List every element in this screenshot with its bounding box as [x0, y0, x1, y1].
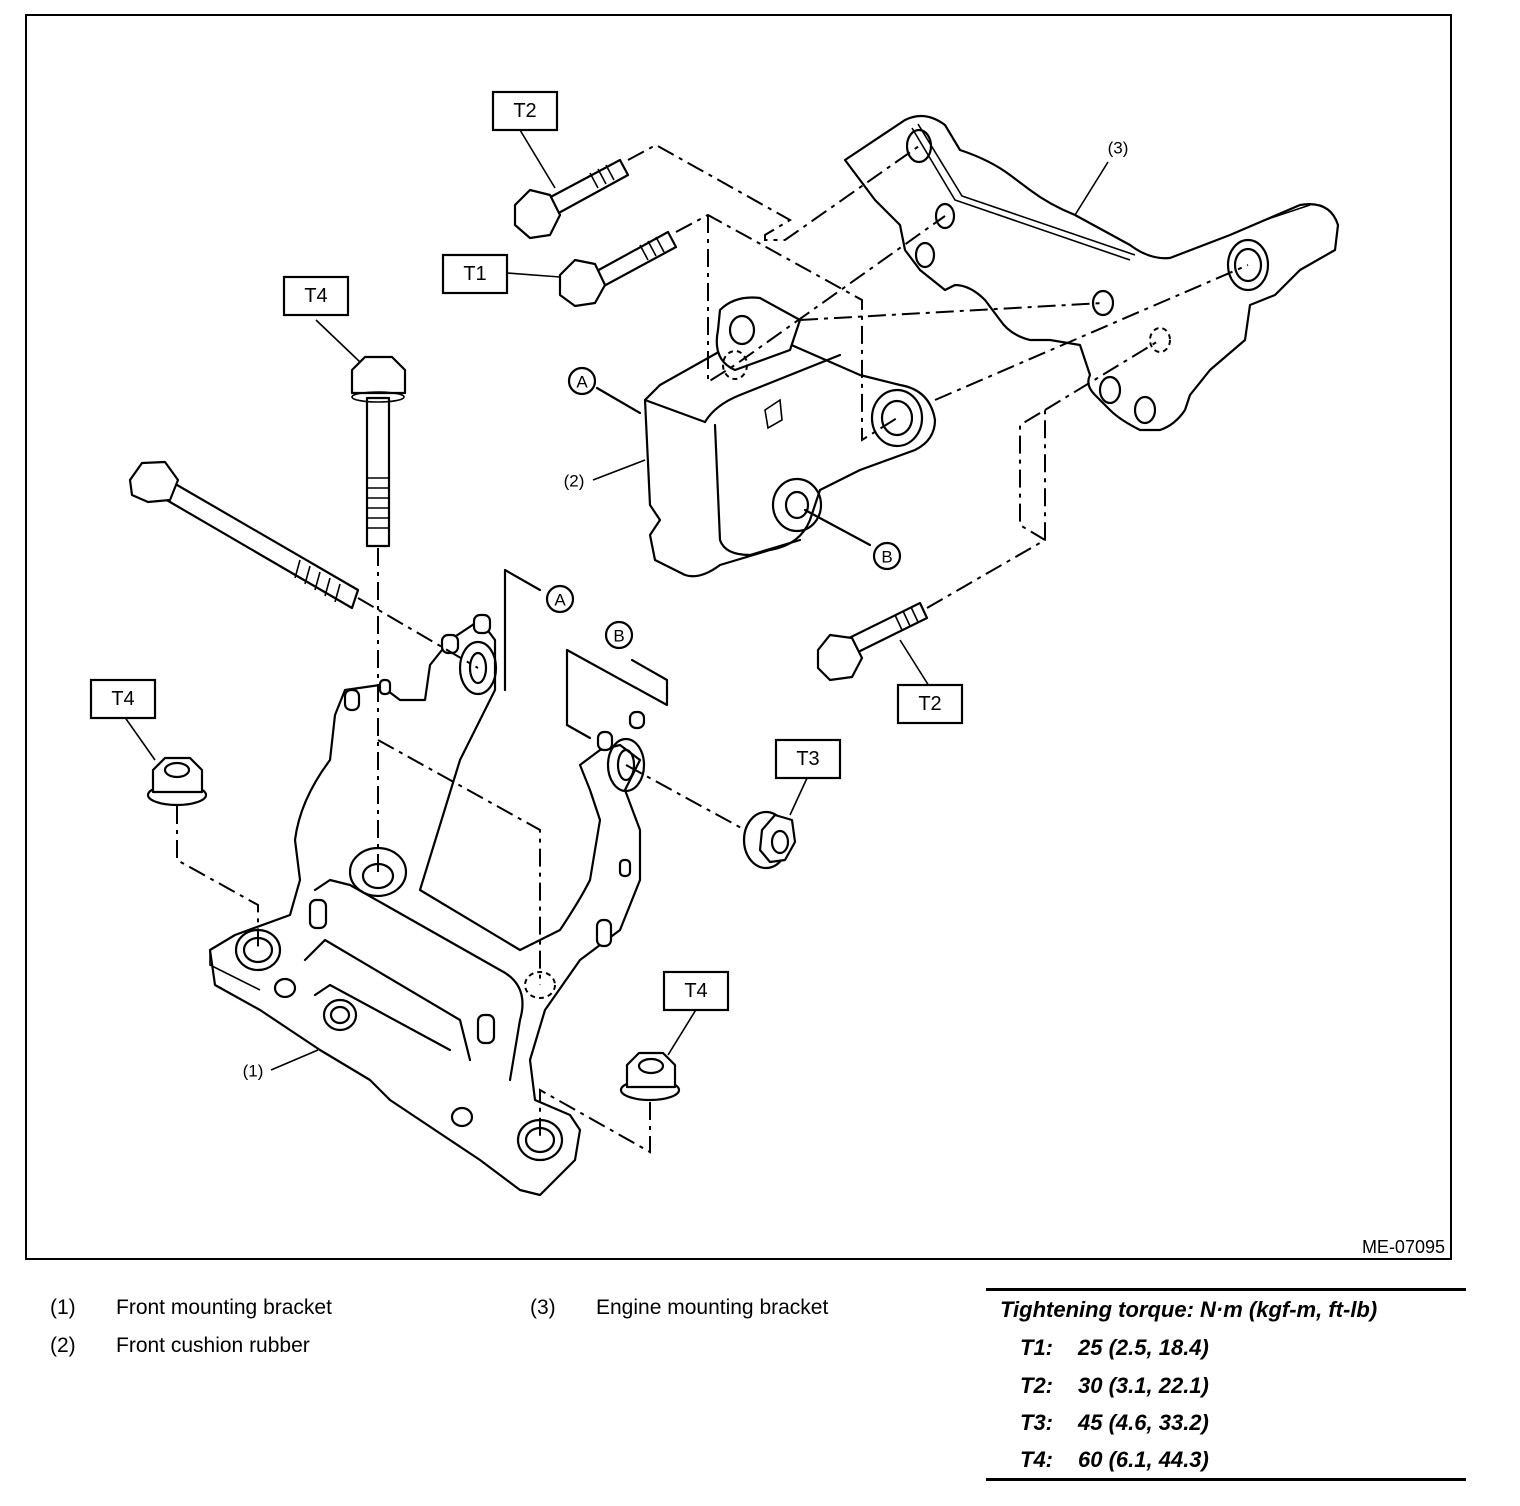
svg-text:B: B — [881, 548, 892, 567]
legend-number: (1) — [50, 1296, 76, 1319]
torque-key: T4: — [1020, 1447, 1053, 1472]
reference-marker-b-lower: B — [604, 620, 634, 650]
legend-number: (2) — [50, 1334, 76, 1357]
torque-callout-t1: T1 — [441, 253, 509, 295]
torque-table: Tightening torque: N·m (kgf-m, ft-lb) T1… — [986, 1288, 1466, 1481]
reference-marker-b-upper: B — [872, 541, 902, 571]
nut-t3 — [742, 810, 797, 870]
torque-callout-t3: T3 — [774, 738, 842, 780]
bolt-t1 — [558, 230, 678, 308]
torque-key: T1: — [1020, 1335, 1053, 1360]
reference-marker-a-lower: A — [545, 584, 575, 614]
torque-table-header: Tightening torque: N·m (kgf-m, ft-lb) — [1000, 1297, 1378, 1322]
torque-row: T1: 25 (2.5, 18.4) — [1020, 1335, 1209, 1361]
torque-label: T3 — [796, 748, 819, 770]
torque-callout-t2-lower: T2 — [896, 683, 964, 725]
torque-callout-t4-right-nut: T4 — [662, 970, 730, 1012]
svg-text:A: A — [576, 373, 588, 392]
torque-label: T4 — [304, 285, 327, 307]
torque-label: T2 — [918, 693, 941, 715]
figure-frame — [25, 14, 1452, 1260]
torque-row: T3: 45 (4.6, 33.2) — [1020, 1410, 1209, 1436]
torque-label: T4 — [684, 980, 707, 1002]
nut-t4-right — [619, 1051, 681, 1102]
part-callout-1: (1) — [243, 1062, 264, 1081]
torque-value: 60 (6.1, 44.3) — [1078, 1447, 1209, 1472]
torque-value: 45 (4.6, 33.2) — [1078, 1410, 1209, 1435]
svg-text:B: B — [613, 627, 624, 646]
nut-t4-left — [146, 756, 208, 807]
bolt-t2-upper — [513, 158, 630, 240]
torque-label: T2 — [513, 100, 536, 122]
reference-marker-a-upper: A — [567, 366, 597, 396]
legend-text: Front cushion rubber — [116, 1334, 310, 1357]
part-callout-3: (3) — [1108, 139, 1129, 158]
torque-callout-t2-upper: T2 — [491, 90, 559, 132]
torque-row: T4: 60 (6.1, 44.3) — [1020, 1447, 1209, 1473]
torque-value: 30 (3.1, 22.1) — [1078, 1373, 1209, 1398]
bolt-long-horizontal — [128, 460, 360, 610]
assembly-lines — [176, 143, 1249, 1154]
leader-lines — [123, 129, 1109, 1071]
torque-key: T3: — [1020, 1410, 1053, 1435]
svg-text:A: A — [554, 591, 566, 610]
bolt-t2-lower — [816, 601, 929, 682]
front-cushion-rubber — [643, 296, 937, 578]
front-mounting-bracket — [208, 613, 646, 1197]
torque-callout-t4-left-nut: T4 — [89, 678, 157, 720]
part-callout-2: (2) — [564, 472, 585, 491]
torque-key: T2: — [1020, 1373, 1053, 1398]
torque-label: T4 — [111, 688, 134, 710]
legend-text: Engine mounting bracket — [596, 1296, 829, 1319]
torque-value: 25 (2.5, 18.4) — [1078, 1335, 1209, 1360]
torque-callout-t4-bolt: T4 — [282, 275, 350, 317]
figure-code: ME-07095 — [1361, 1237, 1445, 1257]
bolt-t4-vertical — [350, 355, 407, 548]
torque-row: T2: 30 (3.1, 22.1) — [1020, 1373, 1209, 1399]
engine-mounting-bracket — [843, 114, 1340, 432]
legend-number: (3) — [530, 1296, 556, 1319]
torque-label: T1 — [463, 263, 486, 285]
legend-text: Front mounting bracket — [116, 1296, 332, 1319]
